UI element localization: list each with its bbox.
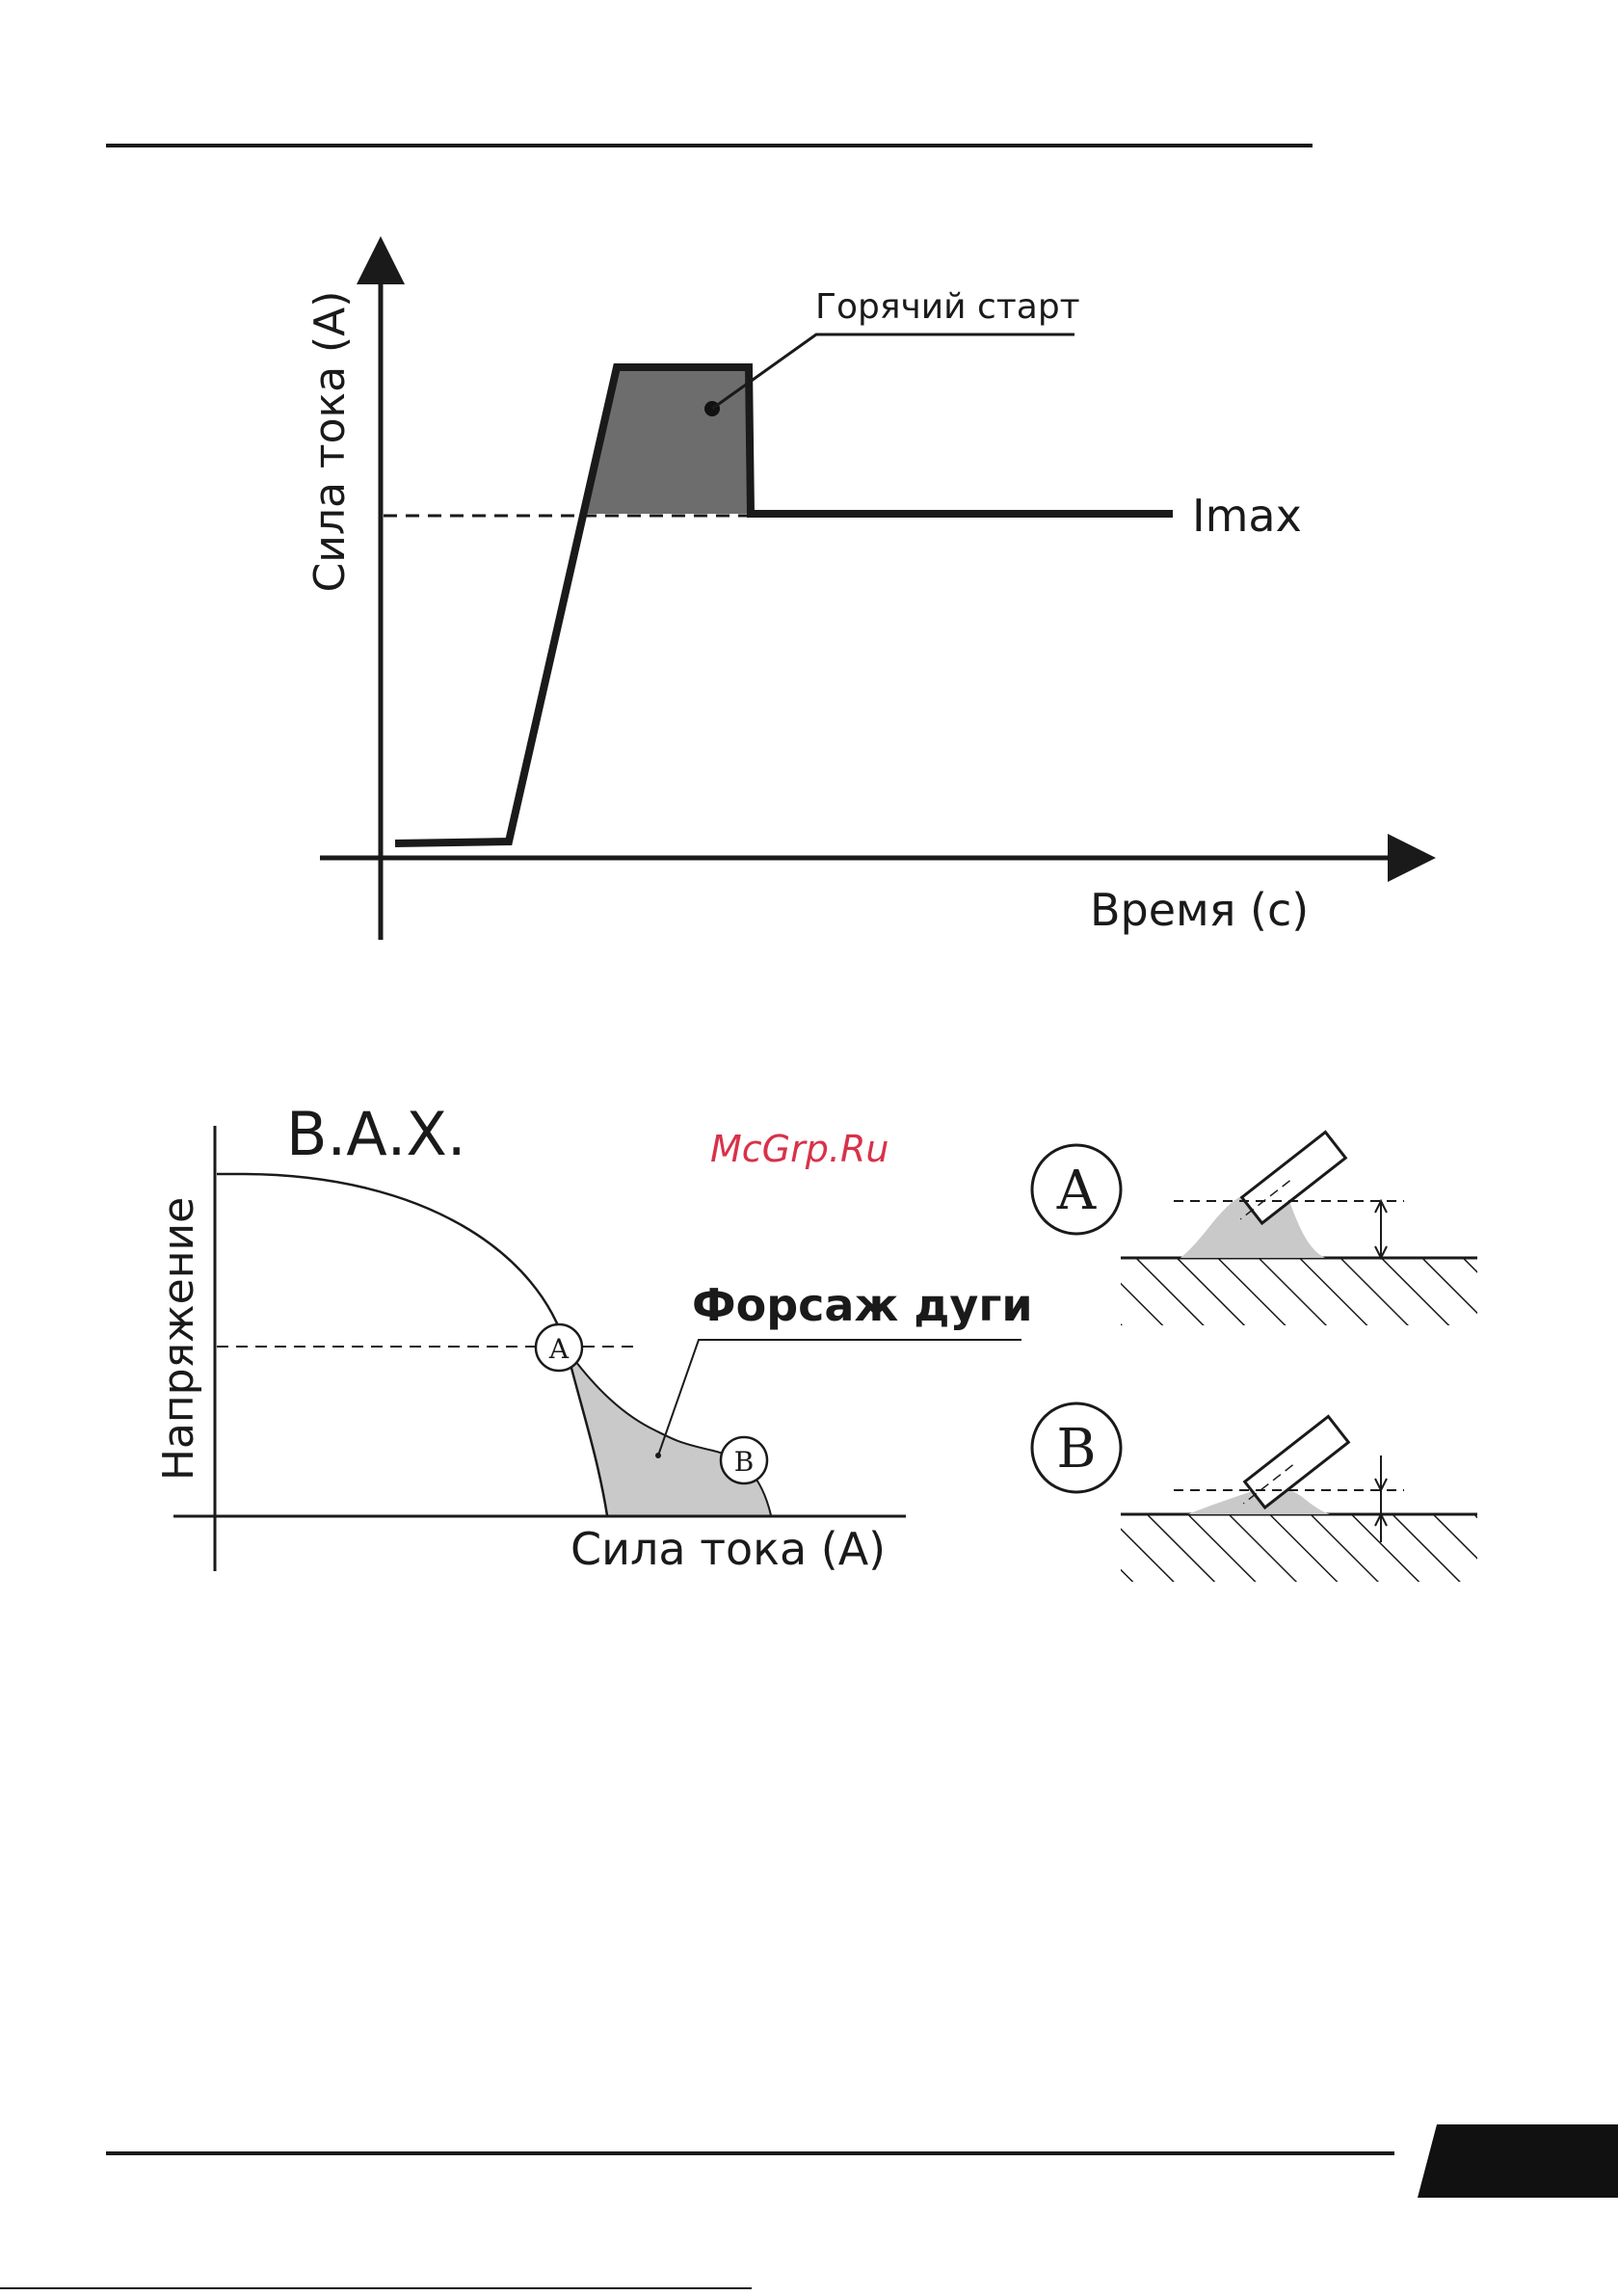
- arc-b-workpiece: [1121, 1514, 1477, 1582]
- arc-illustration-a: A: [1032, 1132, 1477, 1325]
- vax-title: В.А.Х.: [286, 1099, 466, 1169]
- arc-a-badge-label: A: [1056, 1160, 1097, 1222]
- arc-b-badge-label: B: [1056, 1418, 1096, 1481]
- hot-start-y-axis-label: Сила тока (А): [305, 291, 355, 593]
- arc-force-area: [567, 1349, 771, 1515]
- vax-y-axis-label: Напряжение: [154, 1197, 203, 1481]
- arc-illustration-b: B: [1032, 1403, 1477, 1582]
- arc-force-callout-label: Форсаж дуги: [692, 1279, 1033, 1331]
- vax-x-axis-label: Сила тока (А): [570, 1523, 886, 1575]
- hot-start-chart: Горячий старт Imax Сила тока (А) Время (…: [305, 241, 1431, 940]
- hot-start-area: [582, 367, 751, 514]
- current-curve: [395, 367, 1173, 843]
- arc-force-callout-line: [658, 1340, 1021, 1455]
- vax-point-a-label: A: [548, 1333, 570, 1365]
- hot-start-callout-label: Горячий старт: [815, 287, 1080, 327]
- vax-chart: A B Форсаж дуги В.А.Х. Напряжение Сила т…: [154, 1099, 1033, 1575]
- arc-a-workpiece: [1121, 1258, 1477, 1325]
- hot-start-x-axis-label: Время (с): [1090, 884, 1309, 936]
- page-number-tab: [1418, 2124, 1618, 2198]
- watermark: McGrp.Ru: [710, 1128, 889, 1170]
- hot-start-callout-line: [712, 334, 1074, 409]
- imax-label: Imax: [1192, 490, 1302, 542]
- vax-point-b-label: B: [734, 1446, 755, 1478]
